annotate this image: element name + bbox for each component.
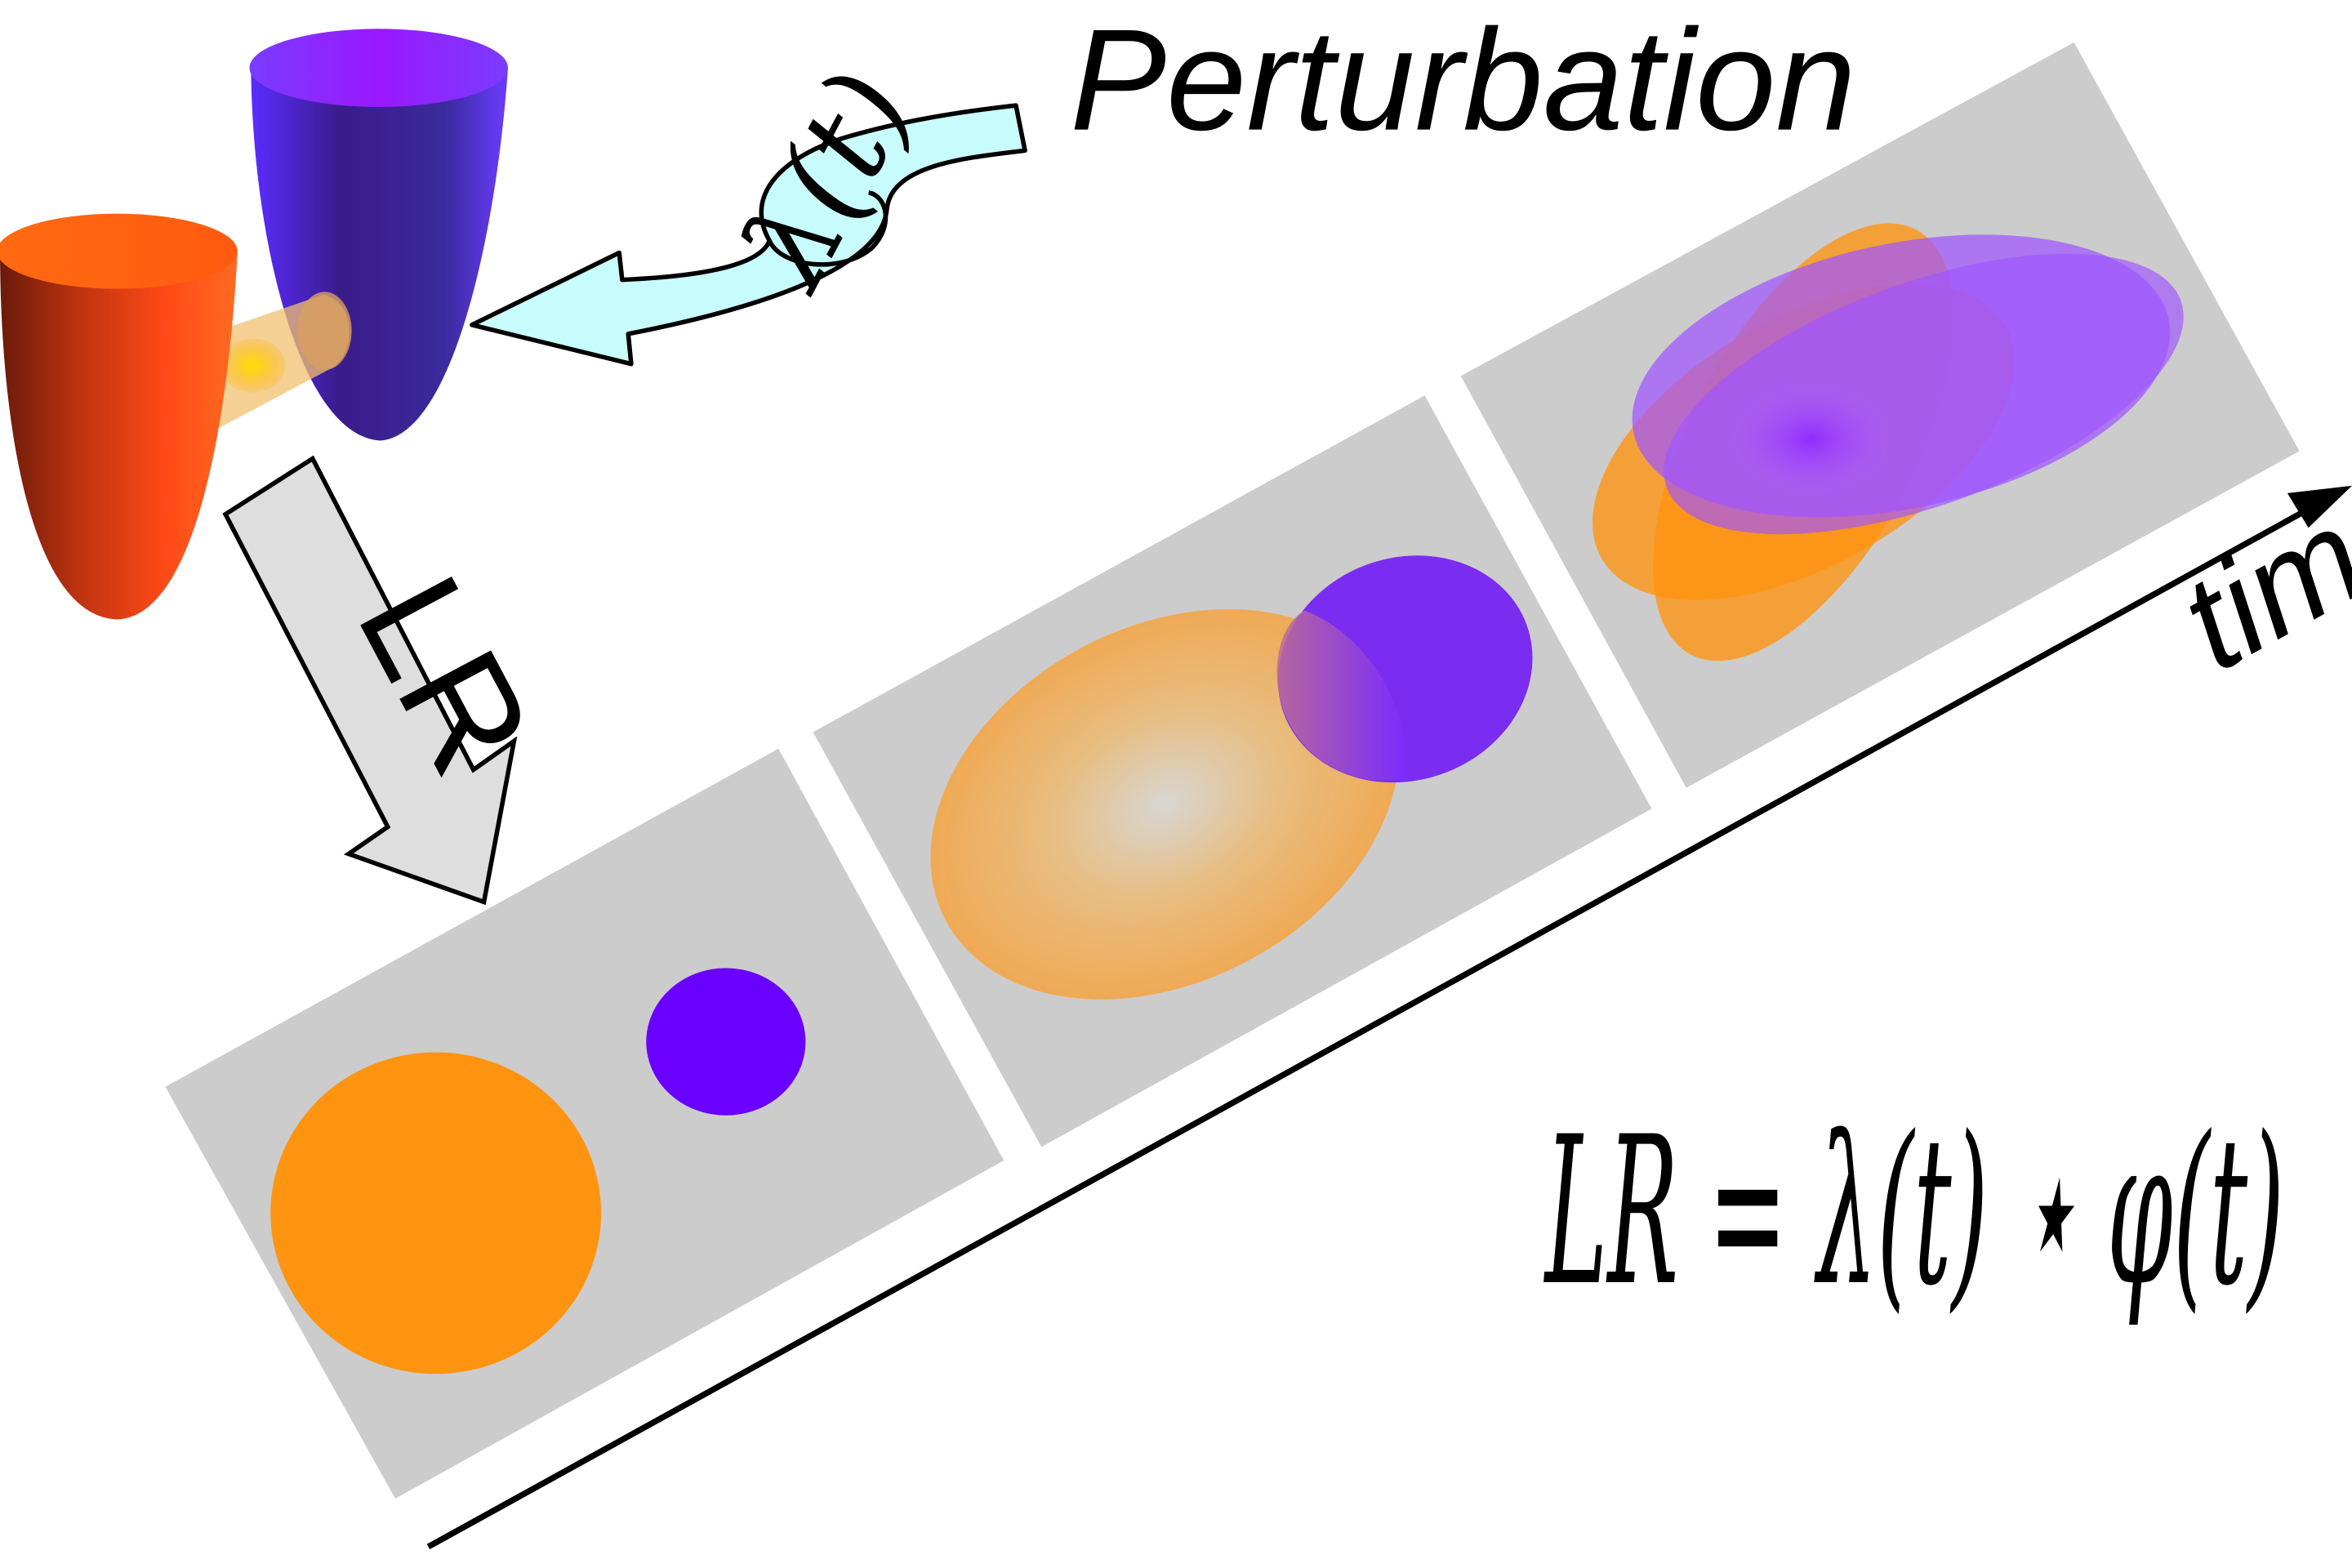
perturbation-arrow-shape — [470, 103, 1027, 367]
panel-1-orange-state — [270, 1052, 602, 1374]
linear-response-arrow-shape — [222, 455, 518, 906]
coupling-tube-end — [297, 292, 352, 371]
time-panel-3 — [1460, 42, 2300, 788]
linear-response-equation: LR = λ(t) ⋆ φ(t) — [1544, 1094, 2284, 1331]
purple-well-rim — [249, 29, 509, 107]
coupling-glow — [219, 338, 286, 393]
perturbation-arrow-fold — [767, 190, 889, 267]
potential-wells — [0, 29, 509, 620]
time-axis-line — [426, 497, 2328, 1550]
red-well-rim — [0, 213, 238, 289]
perturbation-label: Perturbation — [1070, 0, 1855, 161]
red-potential-well — [0, 247, 238, 620]
time-panel-2 — [813, 395, 1652, 1147]
time-panel-1 — [165, 748, 1004, 1499]
panel-1-background — [165, 748, 1004, 1499]
time-axis-arrowhead — [2287, 485, 2352, 528]
panel-3-center-glow — [1728, 381, 1894, 497]
linear-response-arrow: LR — [222, 455, 565, 906]
panel-1-purple-state — [646, 968, 806, 1116]
panel-2-overlap — [1276, 610, 1406, 781]
